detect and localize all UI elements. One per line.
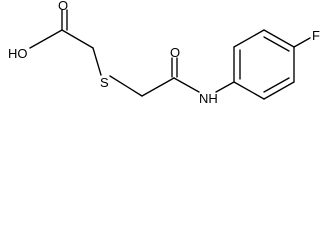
- atom-label-carboxyl-o: O: [58, 0, 68, 13]
- bond-c4-n: [173, 77, 200, 93]
- ring-bond-3: [263, 29, 295, 48]
- bond-c3-c4: [141, 77, 175, 97]
- atom-label-ho: HO: [8, 46, 28, 61]
- ring-bond-6: [233, 81, 265, 100]
- atom-label-f: F: [312, 28, 320, 43]
- bond-c2-s: [92, 47, 102, 76]
- bond-c1-c2: [61, 29, 94, 49]
- bond-s-c3: [109, 75, 143, 97]
- ring-bond-2: [233, 29, 265, 48]
- bond-ring-f: [293, 37, 311, 48]
- structure-diagram: HO O S O NH F: [8, 0, 320, 106]
- ring-bond-5: [263, 81, 295, 100]
- ring-bond-3-inner: [263, 36, 290, 52]
- atom-label-s: S: [100, 75, 109, 90]
- atom-label-nh: NH: [199, 91, 218, 106]
- ring-bond-5-inner: [263, 77, 290, 93]
- bond-n-ring: [215, 81, 235, 93]
- bond-c1-oh: [29, 29, 63, 49]
- atom-label-amide-o: O: [170, 45, 180, 60]
- molecule-canvas: HO O S O NH F: [8, 0, 320, 106]
